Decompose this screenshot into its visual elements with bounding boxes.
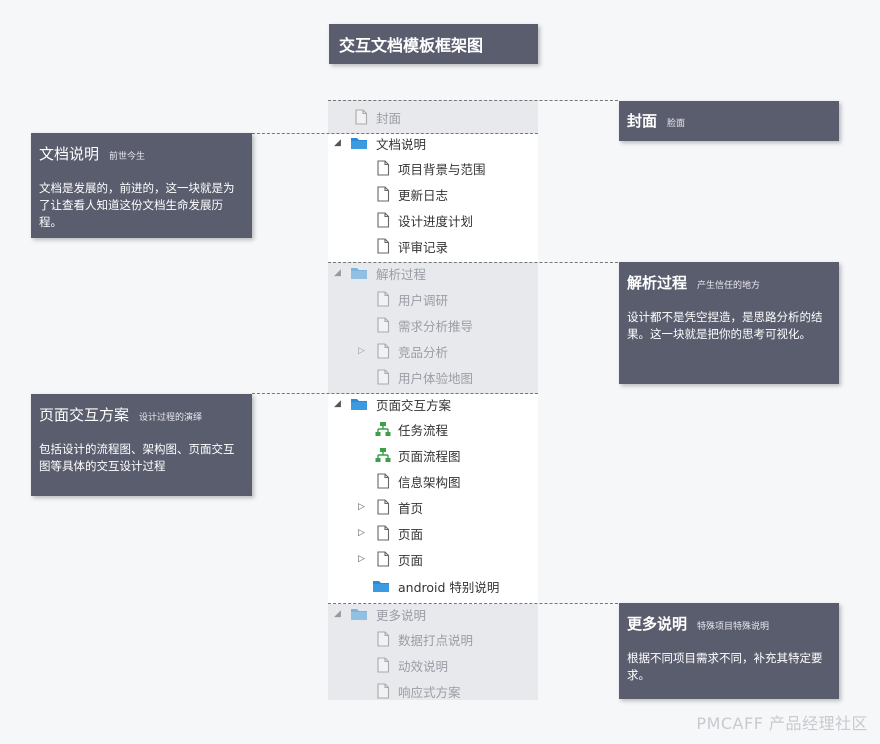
callout-cover: 封面 脸面 <box>619 101 839 141</box>
tree-item[interactable]: 数据打点说明 <box>328 626 538 652</box>
document-icon <box>376 160 390 176</box>
collapsed-arrow-icon[interactable]: ▷ <box>358 528 365 538</box>
folder-icon <box>350 397 368 411</box>
tree-item[interactable]: 信息架构图 <box>328 468 538 494</box>
collapsed-arrow-icon[interactable]: ▷ <box>358 346 365 356</box>
document-icon <box>376 369 390 385</box>
tree-folder-more[interactable]: ◢ 更多说明 <box>334 607 427 623</box>
document-icon <box>376 473 390 489</box>
connector-line <box>328 262 618 263</box>
watermark: PMCAFF 产品经理社区 <box>696 714 868 733</box>
expand-arrow-icon[interactable]: ◢ <box>334 399 341 409</box>
expand-arrow-icon[interactable]: ◢ <box>334 138 341 148</box>
document-icon <box>376 657 390 673</box>
tree-item[interactable]: 页面流程图 <box>328 442 538 468</box>
tree-item[interactable]: ▷ 页面 <box>358 551 424 568</box>
tree-section-analysis: ◢ 解析过程 用户调研 需求分析推导 ▷ 竞品分析 用户体验地图 <box>328 262 538 394</box>
document-icon <box>376 186 390 202</box>
document-icon <box>376 212 390 228</box>
document-icon <box>376 551 390 567</box>
tree-item[interactable]: 用户体验地图 <box>328 364 538 390</box>
tree-section-doc: ◢ 文档说明 项目背景与范围 更新日志 设计进度计划 评审记录 <box>328 134 538 262</box>
folder-icon <box>372 579 390 593</box>
callout-analysis: 解析过程 产生信任的地方 设计都不是凭空捏造，是思路分析的结果。这一块就是把你的… <box>619 262 839 384</box>
document-icon <box>376 343 390 359</box>
callout-doc: 文档说明 前世今生 文档是发展的，前进的，这一块就是为了让查看人知道这份文档生命… <box>31 133 252 238</box>
tree-folder-interaction[interactable]: ◢ 页面交互方案 <box>334 397 452 413</box>
folder-icon <box>350 136 368 150</box>
document-icon <box>376 683 390 699</box>
tree-item[interactable]: 设计进度计划 <box>328 207 538 233</box>
tree-item-cover[interactable]: 封面 <box>328 104 538 130</box>
tree-section-interaction: ◢ 页面交互方案 任务流程 页面流程图 信息架构图 ▷ 首页 ▷ 页面 ▷ <box>328 394 538 604</box>
tree-item[interactable]: android 特别说明 <box>328 573 538 599</box>
tree-item[interactable]: ▷ 首页 <box>358 499 424 516</box>
flowchart-icon <box>375 421 391 437</box>
document-icon <box>376 238 390 254</box>
tree-item[interactable]: ▷ 竞品分析 <box>358 343 449 360</box>
callout-interaction: 页面交互方案 设计过程的演绎 包括设计的流程图、架构图、页面交互图等具体的交互设… <box>31 394 252 496</box>
connector-line <box>252 133 538 134</box>
document-icon <box>376 291 390 307</box>
collapsed-arrow-icon[interactable]: ▷ <box>358 554 365 564</box>
tree-item[interactable]: 任务流程 <box>328 416 538 442</box>
tree-section-cover: 封面 <box>328 100 538 134</box>
tree-item[interactable]: 项目背景与范围 <box>328 155 538 181</box>
expand-arrow-icon[interactable]: ◢ <box>334 268 341 278</box>
collapsed-arrow-icon[interactable]: ▷ <box>358 502 365 512</box>
doc-tree: 封面 ◢ 文档说明 项目背景与范围 更新日志 设计进度计划 评审记录 ◢ <box>328 100 538 700</box>
callout-more: 更多说明 特殊项目特殊说明 根据不同项目需求不同，补充其特定要求。 <box>619 603 839 699</box>
tree-item[interactable]: 评审记录 <box>328 233 538 259</box>
folder-icon <box>350 607 368 621</box>
document-icon <box>376 525 390 541</box>
tree-folder-doc[interactable]: ◢ 文档说明 <box>334 136 427 152</box>
connector-line <box>328 100 618 101</box>
document-icon <box>376 317 390 333</box>
flowchart-icon <box>375 447 391 463</box>
tree-item[interactable]: 动效说明 <box>328 652 538 678</box>
tree-section-more: ◢ 更多说明 数据打点说明 动效说明 响应式方案 <box>328 604 538 700</box>
connector-line <box>252 393 538 394</box>
connector-line <box>328 603 618 604</box>
tree-item[interactable]: 需求分析推导 <box>328 312 538 338</box>
tree-item[interactable]: 响应式方案 <box>328 678 538 704</box>
tree-item[interactable]: 用户调研 <box>328 286 538 312</box>
document-icon <box>376 631 390 647</box>
folder-icon <box>350 266 368 280</box>
tree-item[interactable]: ▷ 页面 <box>358 525 424 542</box>
diagram-title: 交互文档模板框架图 <box>329 24 538 64</box>
document-icon <box>354 109 368 125</box>
document-icon <box>376 499 390 515</box>
tree-folder-analysis[interactable]: ◢ 解析过程 <box>334 266 427 282</box>
tree-item[interactable]: 更新日志 <box>328 181 538 207</box>
expand-arrow-icon[interactable]: ◢ <box>334 609 341 619</box>
